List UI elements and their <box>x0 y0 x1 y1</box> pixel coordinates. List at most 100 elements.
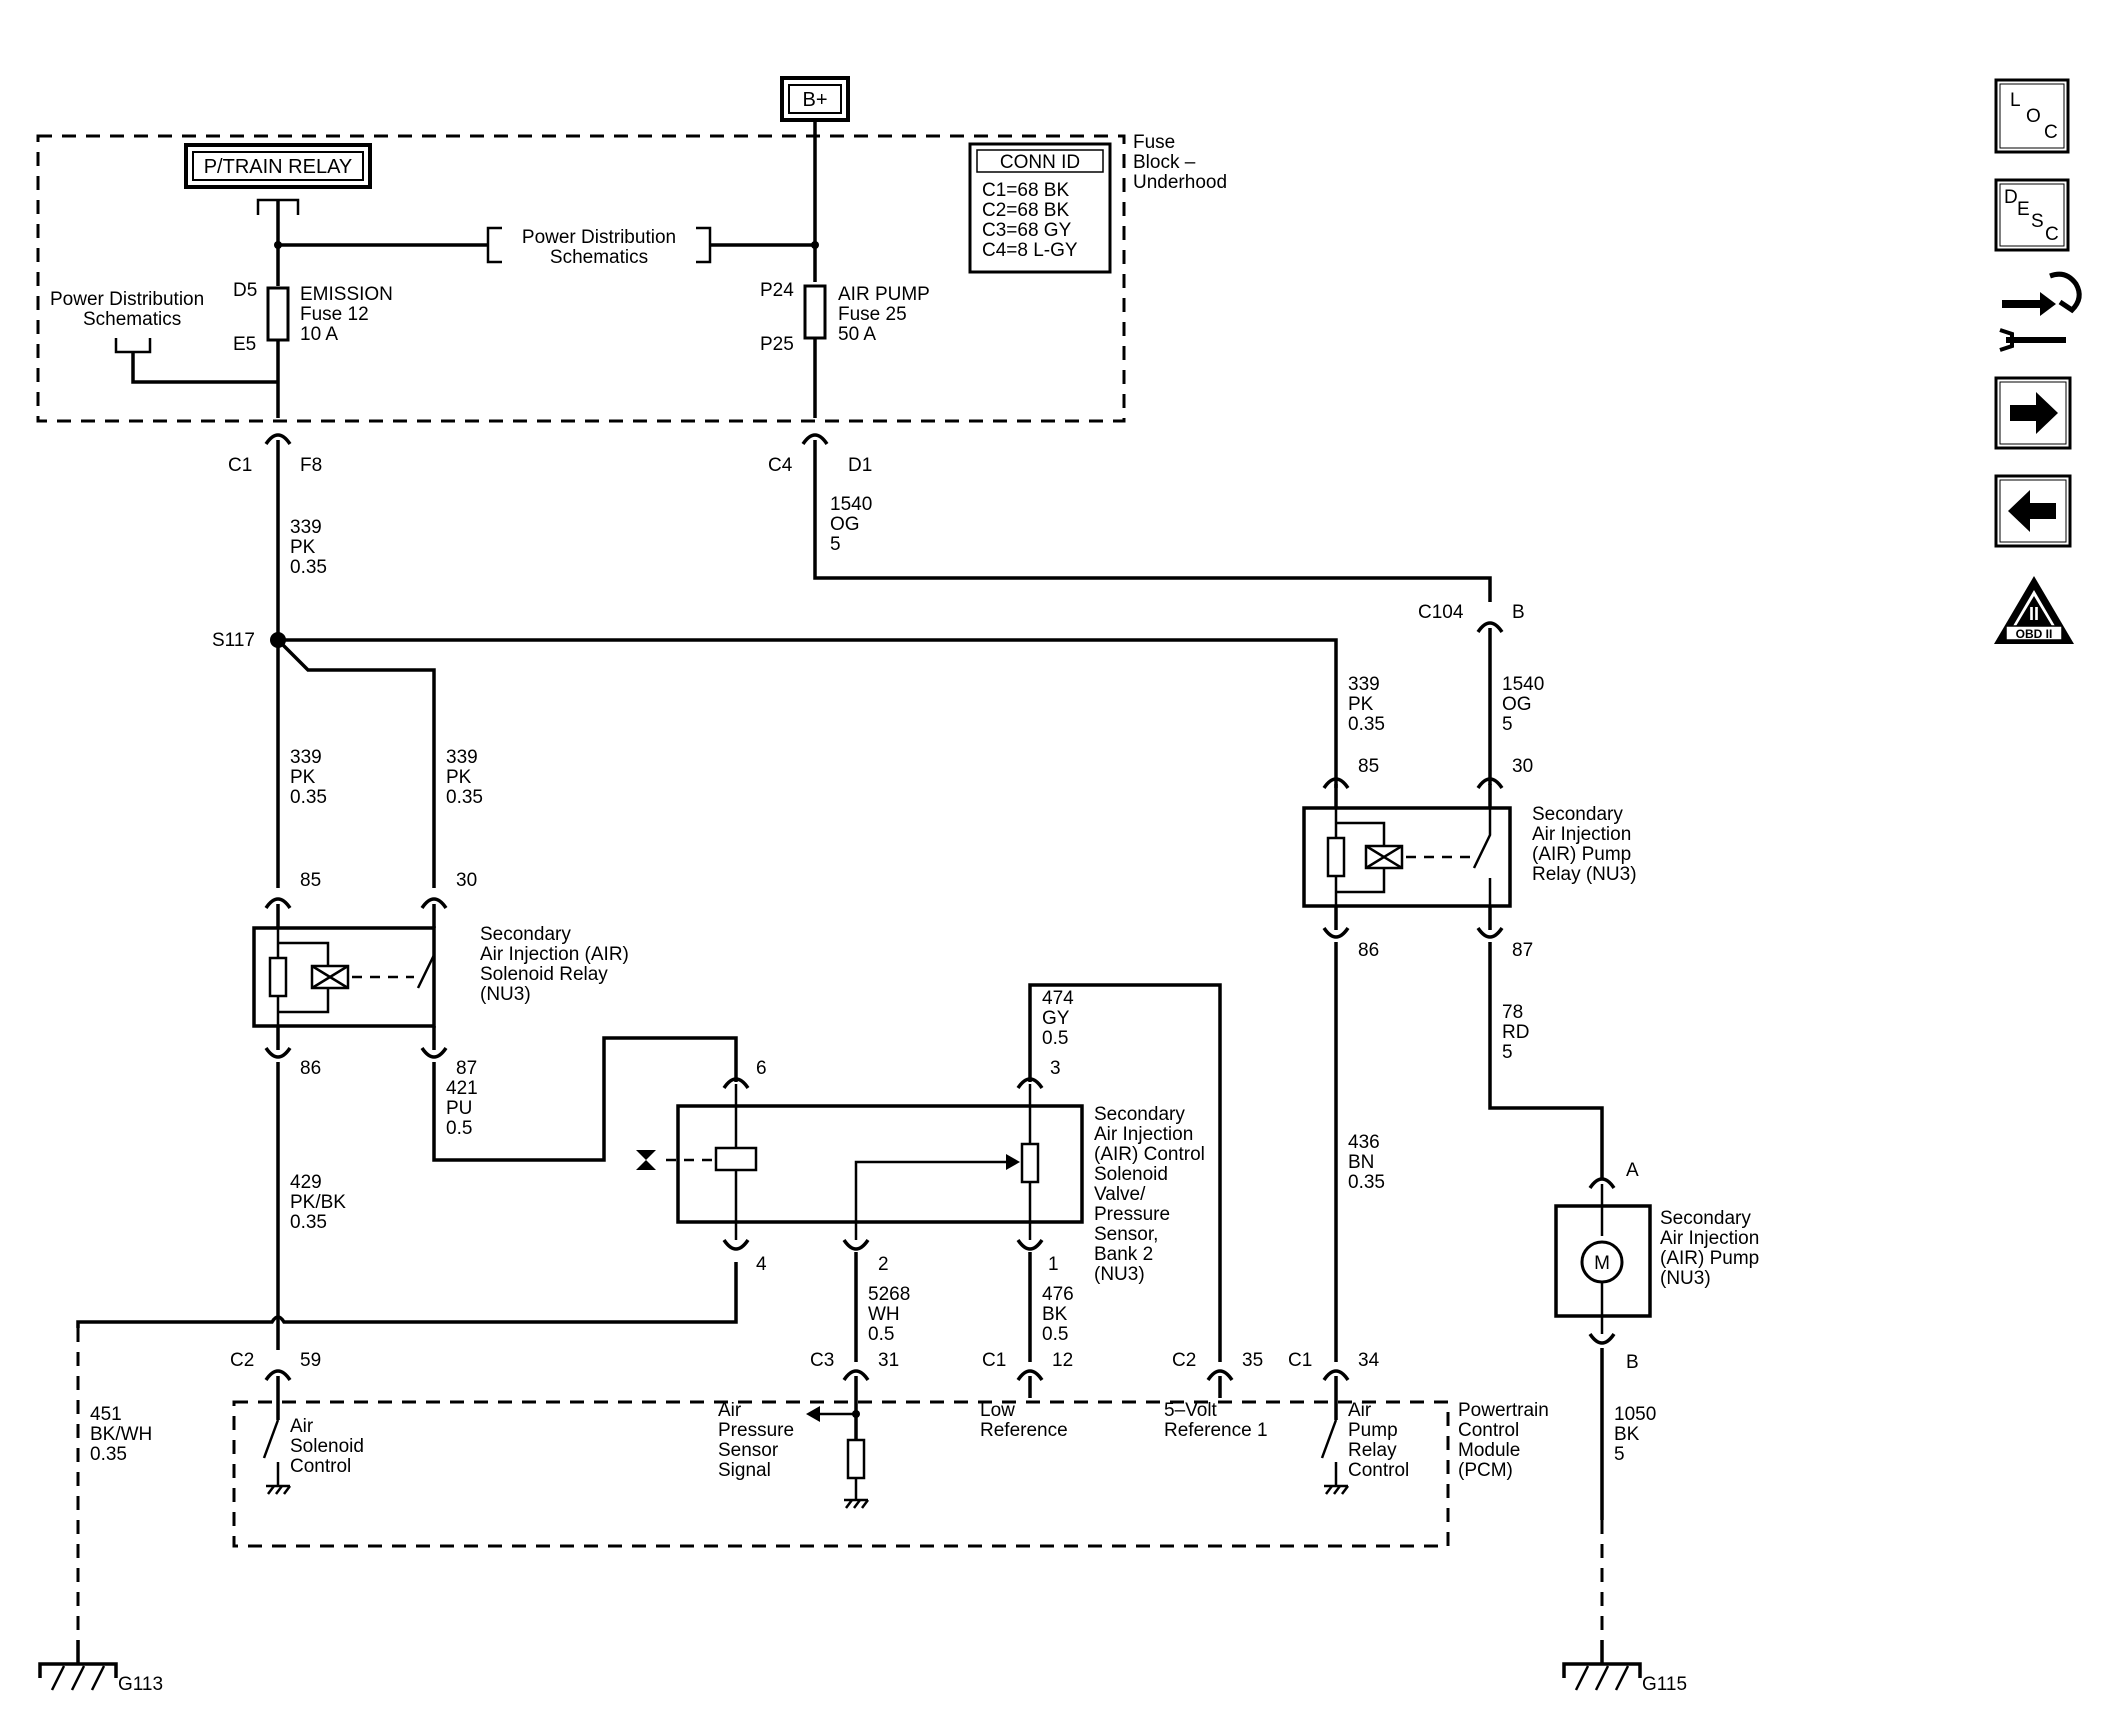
sol-relay-label-2: Air Injection (AIR) <box>480 944 629 965</box>
pcm-pressure-sensor-input <box>806 1406 869 1509</box>
loc-letter-o: O <box>2026 106 2041 127</box>
pcm-c1-34-conn: C1 <box>1288 1350 1312 1371</box>
pcm-air-solenoid-1: Air <box>290 1416 314 1437</box>
valve-pin-1: 1 <box>1048 1254 1059 1275</box>
wire-1540-a-color: OG <box>830 514 860 535</box>
pcm-low-ref-2: Reference <box>980 1420 1068 1441</box>
pcm-air-pump-relay-2: Pump <box>1348 1420 1398 1441</box>
pcm-low-ref-1: Low <box>980 1400 1015 1421</box>
wire-451-num: 451 <box>90 1404 122 1425</box>
fuse-block-label-3: Underhood <box>1133 172 1227 193</box>
d1-pin-label: D1 <box>848 455 872 476</box>
obd-ii-icon[interactable]: OBD II II <box>1994 576 2074 644</box>
ground-g115 <box>1562 1640 1642 1691</box>
sol-relay-label-4: (NU3) <box>480 984 531 1005</box>
pds-center-label-2: Schematics <box>550 247 648 268</box>
pump-pin-b: B <box>1626 1352 1639 1373</box>
g113-label: G113 <box>118 1674 163 1695</box>
desc-letter-d: D <box>2004 187 2018 208</box>
wire-1540-a-size: 5 <box>830 534 841 555</box>
pump-relay-pin-86: 86 <box>1358 940 1379 961</box>
valve-pin-3: 3 <box>1050 1058 1061 1079</box>
valve-label-6: Pressure <box>1094 1204 1170 1225</box>
wire-421-num: 421 <box>446 1078 478 1099</box>
pump-relay-label-3: (AIR) Pump <box>1532 844 1631 865</box>
description-icon[interactable]: D E S C <box>1994 178 2070 252</box>
location-icon[interactable]: L O C <box>1994 78 2070 154</box>
conn-id-table: CONN ID C1=68 BK C2=68 BK C3=68 GY C4=8 … <box>968 142 1112 274</box>
wire-429-color: PK/BK <box>290 1192 346 1213</box>
wire-339-a-color: PK <box>290 537 316 558</box>
connector-wrench-icon[interactable] <box>1999 271 2082 352</box>
wire-474-size: 0.5 <box>1042 1028 1068 1049</box>
wire-339-c-num: 339 <box>446 747 478 768</box>
wire-1540-b-num: 1540 <box>1502 674 1544 695</box>
ptrain-relay-label: P/TRAIN RELAY <box>204 156 353 178</box>
sol-relay-pin-86: 86 <box>300 1058 321 1079</box>
pcm-c2-35-pin: 35 <box>1242 1350 1263 1371</box>
conn-id-row-4: C4=8 L-GY <box>982 240 1078 261</box>
pump-pin-a: A <box>1626 1160 1639 1181</box>
desc-letter-c: C <box>2045 224 2059 245</box>
wire-5268-size: 0.5 <box>868 1324 894 1345</box>
pcm-c3-31-conn: C3 <box>810 1350 834 1371</box>
conn-id-row-3: C3=68 GY <box>982 220 1072 241</box>
pump-relay-pin-85: 85 <box>1358 756 1379 777</box>
pump-label-4: (NU3) <box>1660 1268 1711 1289</box>
splice-s117-label: S117 <box>212 630 255 651</box>
sol-relay-pin-85: 85 <box>300 870 321 891</box>
pcm-label-3: Module <box>1458 1440 1520 1461</box>
desc-letter-e: E <box>2017 199 2030 220</box>
loc-letter-c: C <box>2044 122 2058 143</box>
fuse-block-label-2: Block – <box>1133 152 1196 173</box>
pcm-air-pressure-4: Signal <box>718 1460 771 1481</box>
fuse-block-boundary <box>36 134 1126 423</box>
air-pump-relay <box>1302 777 1512 939</box>
valve-pin-2: 2 <box>878 1254 889 1275</box>
valve-label-7: Sensor, <box>1094 1224 1158 1245</box>
pcm-air-pressure-3: Sensor <box>718 1440 779 1461</box>
wire-339-d-num: 339 <box>1348 674 1380 695</box>
next-arrow-icon[interactable] <box>1994 376 2072 450</box>
c104-pin-label: B <box>1512 602 1525 623</box>
pcm-label-1: Powertrain <box>1458 1400 1549 1421</box>
pds-left-label-1: Power Distribution <box>50 289 204 310</box>
wire-451-size: 0.35 <box>90 1444 127 1465</box>
loc-letter-l: L <box>2010 90 2021 111</box>
wire-339-d-size: 0.35 <box>1348 714 1385 735</box>
bplus-label: B+ <box>802 89 827 111</box>
emission-fuse-symbol <box>266 286 290 342</box>
pcm-c1-12-pin: 12 <box>1052 1350 1073 1371</box>
wire-78-size: 5 <box>1502 1042 1513 1063</box>
wire-476-color: BK <box>1042 1304 1068 1325</box>
valve-pin-6: 6 <box>756 1058 767 1079</box>
pcm-air-pump-relay-3: Relay <box>1348 1440 1397 1461</box>
c4-conn-label: C4 <box>768 455 793 476</box>
wire-474-num: 474 <box>1042 988 1074 1009</box>
wire-1050-num: 1050 <box>1614 1404 1656 1425</box>
pump-relay-label-4: Relay (NU3) <box>1532 864 1637 885</box>
emission-pin-bottom: E5 <box>233 334 256 355</box>
emission-fuse-rating: 10 A <box>300 324 338 345</box>
air-pump-fuse-number: Fuse 25 <box>838 304 907 325</box>
air-pump-motor <box>1554 1177 1652 1345</box>
air-pump-fuse-name: AIR PUMP <box>838 284 930 305</box>
pcm-boundary <box>232 1400 1450 1548</box>
pcm-label-2: Control <box>1458 1420 1519 1441</box>
pcm-air-pump-relay-1: Air <box>1348 1400 1372 1421</box>
wire-5268-num: 5268 <box>868 1284 910 1305</box>
wire-339-a-num: 339 <box>290 517 322 538</box>
pcm-5v-ref-1: 5–Volt <box>1164 1400 1218 1421</box>
pump-label-1: Secondary <box>1660 1208 1751 1229</box>
previous-arrow-icon[interactable] <box>1994 474 2072 548</box>
wire-429-size: 0.35 <box>290 1212 327 1233</box>
wire-5268-color: WH <box>868 1304 900 1325</box>
pcm-c1-34-pin: 34 <box>1358 1350 1380 1371</box>
emission-fuse-number: Fuse 12 <box>300 304 369 325</box>
wire-436-color: BN <box>1348 1152 1374 1173</box>
wire-436-num: 436 <box>1348 1132 1380 1153</box>
air-pump-fuse-symbol <box>803 284 827 340</box>
valve-label-8: Bank 2 <box>1094 1244 1153 1265</box>
wire-339-c-size: 0.35 <box>446 787 483 808</box>
